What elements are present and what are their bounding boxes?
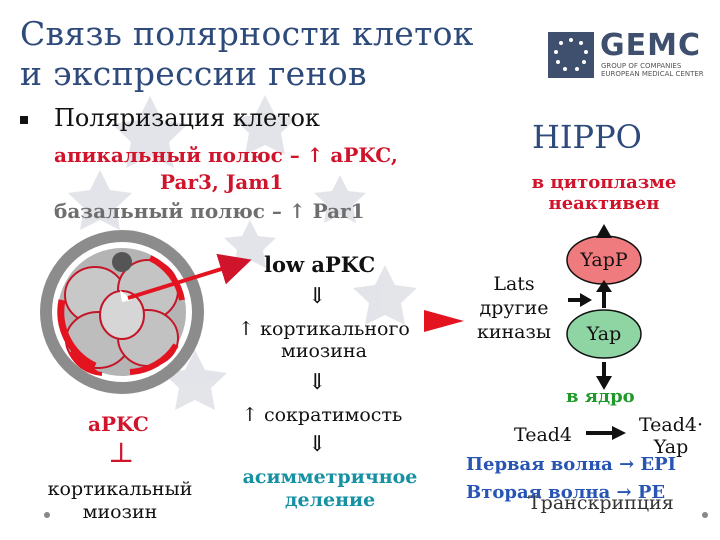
yapp-up-arrow bbox=[596, 224, 612, 238]
cortical-myosin-up: ↑ кортикального миозина bbox=[226, 318, 422, 362]
cortical-myosin-bottom: кортикальный миозин bbox=[20, 478, 220, 524]
kinases-label: Lats другие киназы bbox=[466, 272, 562, 344]
bullet-heading: Поляризация клеток bbox=[54, 104, 320, 132]
to-nucleus: в ядро bbox=[566, 386, 635, 407]
gemc-logo: GEMC GROUP OF COMPANIES EUROPEAN MEDICAL… bbox=[548, 28, 704, 78]
transcription-label: Транскрипция bbox=[528, 492, 674, 514]
kinases-lats: Lats bbox=[493, 273, 535, 295]
kinases-word: киназы bbox=[476, 321, 551, 343]
cytoplasm-line1: в цитоплазме bbox=[531, 172, 677, 193]
cortical-myosin-line1: ↑ кортикального bbox=[238, 318, 410, 340]
page-title: Связь полярности клеток bbox=[20, 14, 474, 53]
cortical-myosin-bottom-line1: кортикальный bbox=[47, 478, 193, 500]
cytoplasm-inactive: в цитоплазме неактивен bbox=[510, 172, 698, 214]
asymmetric-division-line2: деление bbox=[284, 489, 376, 511]
apical-pole-line2: Par3, Jam1 bbox=[160, 170, 284, 194]
kinases-other: другие bbox=[479, 297, 549, 319]
tead4-yap-label: Tead4· Yap bbox=[630, 414, 712, 458]
hippo-title: HIPPO bbox=[532, 118, 642, 156]
yap-label: Yap bbox=[586, 323, 622, 345]
cortical-myosin-bottom-line2: миозин bbox=[82, 501, 158, 523]
hippo-pointer bbox=[424, 310, 464, 332]
kinase-arrow bbox=[580, 293, 592, 307]
basal-pole: базальный полюс – ↑ Par1 bbox=[54, 199, 365, 223]
cascade-arrow-1: ⇓ bbox=[308, 284, 327, 309]
cortical-myosin-line2: миозина bbox=[281, 340, 367, 362]
bullet-marker bbox=[20, 116, 28, 124]
yapp-label: YapP bbox=[580, 249, 628, 271]
background-stars bbox=[68, 95, 417, 410]
first-wave: Первая волна → EPI bbox=[466, 454, 677, 475]
asymmetric-division: асимметричное деление bbox=[220, 466, 440, 512]
page-title-line2: и экспрессии генов bbox=[20, 54, 367, 93]
low-apkc: low aPKC bbox=[264, 252, 376, 277]
asymmetric-division-line1: асимметричное bbox=[242, 466, 418, 488]
eu-stars-icon bbox=[548, 32, 594, 78]
tead4-label: Tead4 bbox=[514, 424, 573, 446]
embryo-illustration bbox=[40, 230, 204, 394]
contractility-up: ↑ сократимость bbox=[242, 404, 403, 426]
tead4-yap-line2: Yap bbox=[653, 436, 689, 458]
apical-pole-line1: апикальный полюс – ↑ aPKC, bbox=[54, 143, 398, 167]
second-wave: Вторая волна → PE bbox=[466, 482, 666, 503]
cytoplasm-line2: неактивен bbox=[548, 193, 660, 214]
yap-down-arrow bbox=[596, 376, 612, 390]
apkc-label: aPKC bbox=[88, 412, 149, 436]
cascade-arrow-2: ⇓ bbox=[308, 370, 327, 395]
logo-tagline1: GROUP OF COMPANIES bbox=[601, 62, 682, 70]
yap-to-yapp-arrow bbox=[596, 280, 612, 292]
apical-arrow bbox=[127, 253, 252, 300]
tead4-arrow bbox=[612, 426, 626, 440]
logo-name: GEMC bbox=[600, 28, 701, 63]
tead4-yap-line1: Tead4· bbox=[638, 414, 704, 436]
cascade-arrow-3: ⇓ bbox=[308, 432, 327, 457]
logo-tagline2: EUROPEAN MEDICAL CENTER bbox=[601, 70, 704, 78]
inhibit-symbol: ⊥ bbox=[108, 436, 135, 469]
yap-node bbox=[566, 309, 642, 359]
